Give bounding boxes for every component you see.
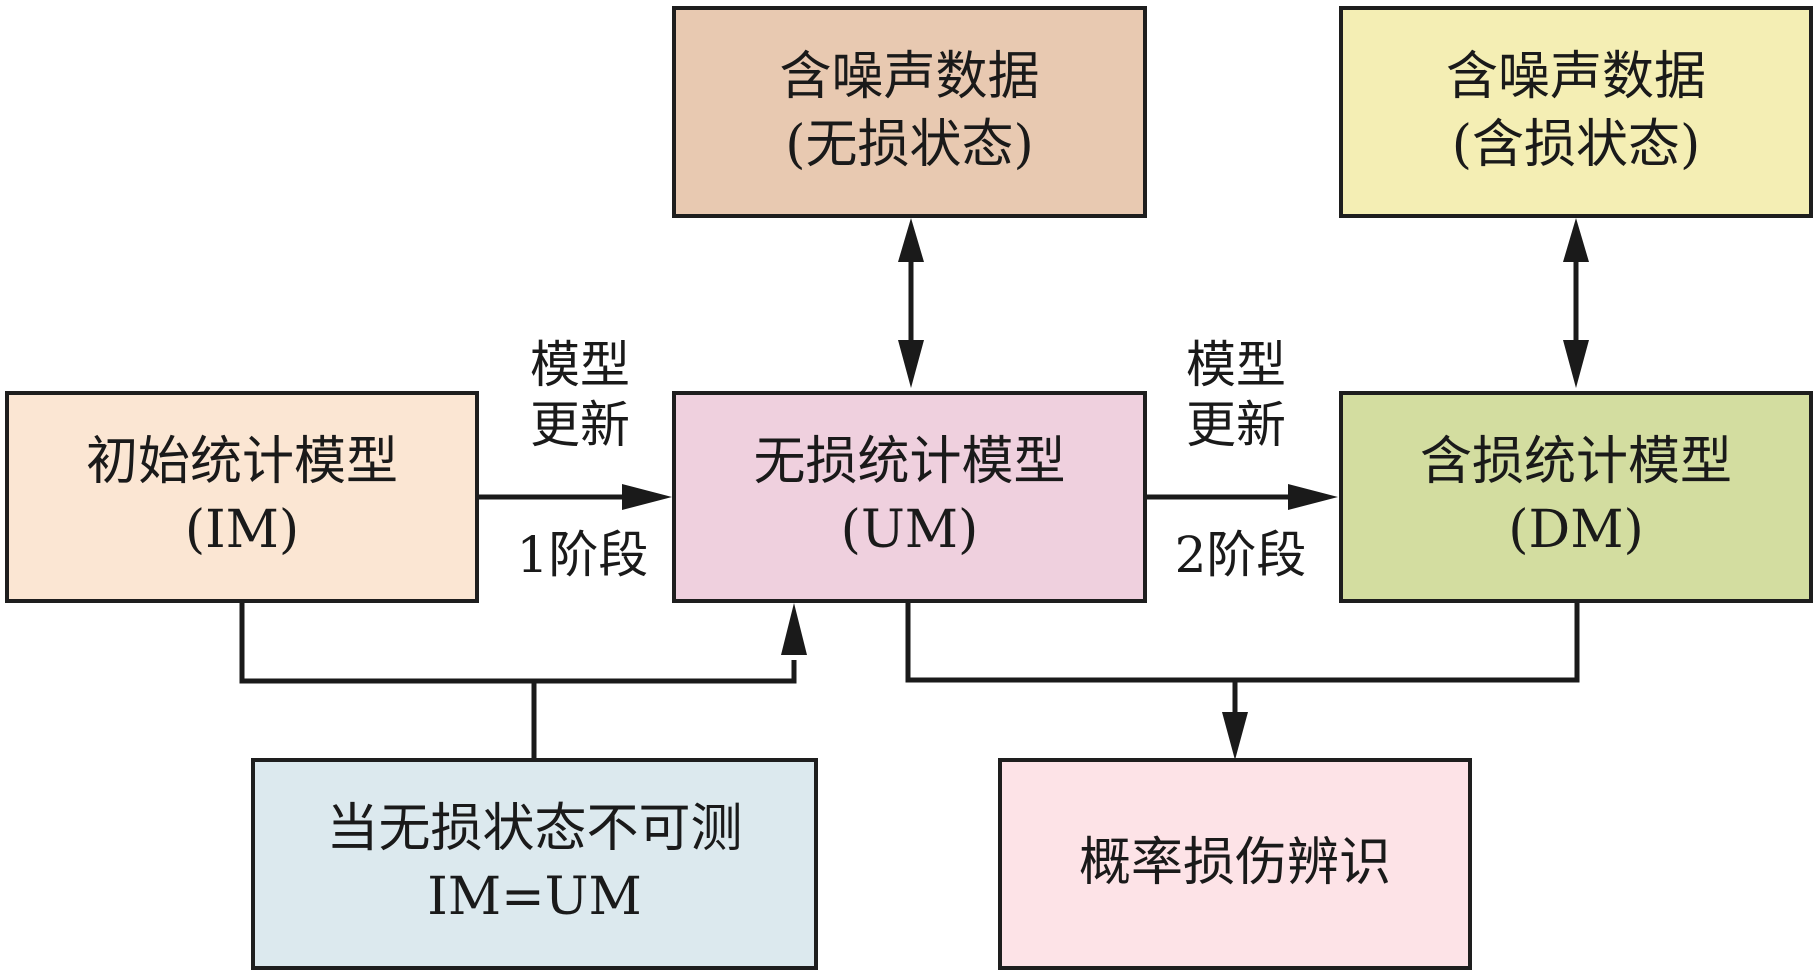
node-initial-model-line2: (IM) [184,500,300,560]
arrowhead-um-left [622,484,672,510]
node-noisy-undamaged-line1: 含噪声数据 [779,47,1040,108]
edge-label-stage2-top: 模型 更新 [1166,335,1306,455]
node-damaged-model-line2: (DM) [1508,500,1644,560]
node-noisy-damaged-line1: 含噪声数据 [1445,47,1706,108]
node-noisy-damaged-line2: (含损状态) [1451,115,1701,175]
node-identification: 概率损伤辨识 [998,758,1472,970]
arrowhead-identification [1222,712,1248,760]
node-damaged-model: 含损统计模型 (DM) [1339,391,1813,603]
arrowhead-dm-left [1288,484,1338,510]
node-noisy-undamaged-line2: (无损状态) [785,115,1034,175]
node-undamaged-model: 无损统计模型 (UM) [672,391,1147,603]
edge-label-stage2-bottom: 2阶段 [1174,526,1307,584]
node-noisy-damaged: 含噪声数据 (含损状态) [1339,6,1813,218]
edge-um-dm-merge [905,600,1580,683]
node-condition-line1: 当无损状态不可测 [326,799,743,860]
edge-label-stage2-top2: 更新 [1186,396,1286,454]
node-identification-line1: 概率损伤辨识 [1078,833,1391,894]
edge-label-stage1-top: 模型 更新 [510,335,650,455]
node-initial-model-line1: 初始统计模型 [85,432,398,493]
edge-label-stage1-top1: 模型 [530,336,630,394]
arrowhead-noisy-down1 [898,340,924,388]
arrowhead-noisy-down2 [1563,340,1589,388]
node-condition: 当无损状态不可测 IM=UM [251,758,818,970]
arrowhead-noisy-up2 [1563,218,1589,262]
node-condition-line2: IM=UM [427,867,642,927]
edge-label-stage2-top1: 模型 [1186,336,1286,394]
arrowhead-noisy-up1 [898,218,924,262]
edge-im-condition-um [239,600,797,684]
node-initial-model: 初始统计模型 (IM) [5,391,479,603]
arrowhead-um-bottom [781,603,807,655]
node-undamaged-model-line2: (UM) [840,500,979,560]
edge-label-stage1-top2: 更新 [530,396,630,454]
node-noisy-undamaged: 含噪声数据 (无损状态) [672,6,1147,218]
node-undamaged-model-line1: 无损统计模型 [753,432,1066,493]
edge-label-stage1-bottom: 1阶段 [516,526,649,584]
node-damaged-model-line1: 含损统计模型 [1419,432,1732,493]
